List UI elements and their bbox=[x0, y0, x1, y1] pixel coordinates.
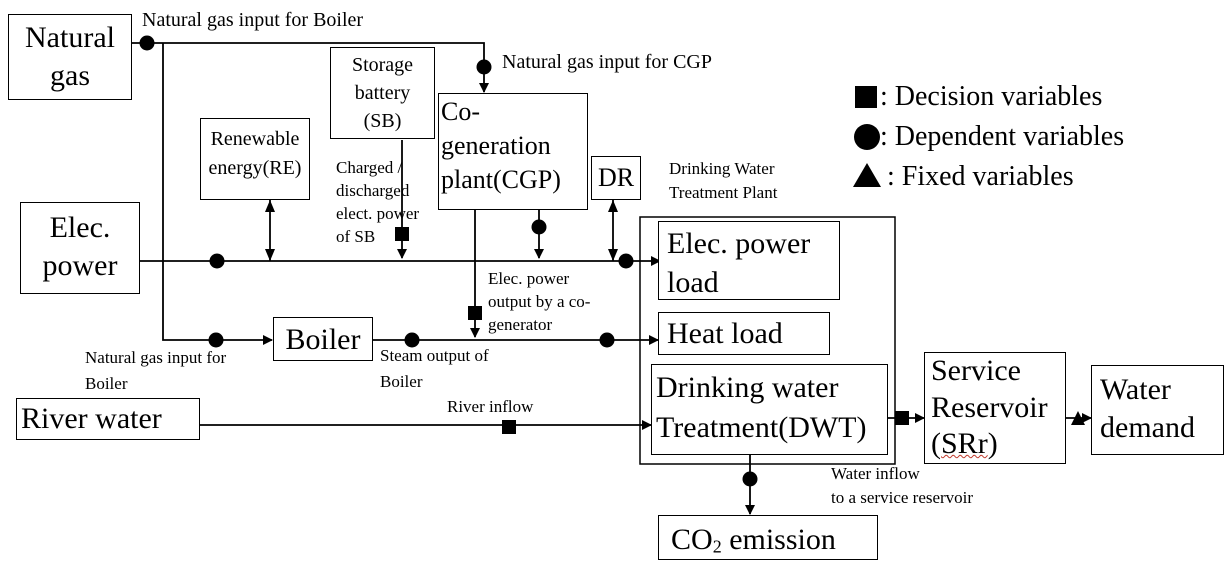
charged-line-4: of SB bbox=[336, 226, 376, 246]
river-water-box: River water bbox=[16, 398, 200, 440]
storage-battery-box: Storage battery (SB) bbox=[330, 47, 435, 139]
re-arrow-up bbox=[265, 200, 275, 212]
square-river-inflow bbox=[502, 420, 516, 434]
elec-load-line-1: Elec. power bbox=[667, 227, 811, 260]
dot-elec-purchase bbox=[209, 253, 225, 269]
charged-label: Charged / discharged elect. power of SB bbox=[336, 157, 419, 249]
triangle-water-demand bbox=[1071, 411, 1085, 425]
dot-ng-boiler bbox=[208, 332, 224, 348]
charged-line-3: elect. power bbox=[336, 203, 420, 223]
cgp-box: Co- generation plant(CGP) bbox=[438, 93, 588, 210]
dot-ng-boiler-top bbox=[139, 35, 155, 51]
dwtp-boundary bbox=[639, 216, 896, 465]
renewable-energy-box: Renewable energy(RE) bbox=[200, 118, 310, 200]
water-demand-line-2: demand bbox=[1100, 410, 1195, 444]
sr-abbrev: SRr bbox=[941, 427, 988, 461]
dwtp-line-1: Drinking Water bbox=[669, 159, 775, 178]
water-inflow-line-1: Water inflow bbox=[831, 464, 920, 483]
service-reservoir-box: Service Reservoir (SRr) bbox=[924, 352, 1066, 464]
legend-fixed: : Fixed variables bbox=[887, 161, 1074, 192]
dwt-line-2: Treatment(DWT) bbox=[656, 410, 867, 444]
water-demand-box: Water demand bbox=[1091, 365, 1224, 455]
ng-boiler-top-label: Natural gas input for Boiler bbox=[142, 9, 364, 31]
ng-boiler-bottom-line-1: Natural gas input for bbox=[85, 348, 227, 367]
cgp-line-2: generation bbox=[441, 130, 551, 160]
cgp-output-line-2: output by a co- bbox=[488, 291, 591, 311]
dot-elec-load bbox=[618, 253, 634, 269]
river-inflow-label: River inflow bbox=[447, 397, 534, 416]
legend-circle-icon bbox=[854, 124, 880, 150]
ng-boiler-bottom-label: Natural gas input for Boiler bbox=[85, 345, 226, 396]
dot-co2 bbox=[742, 471, 758, 487]
natural-gas-line-2: gas bbox=[50, 58, 90, 92]
natural-gas-box: Natural gas bbox=[8, 14, 132, 100]
water-inflow-label: Water inflow to a service reservoir bbox=[831, 462, 973, 510]
cgp-output-line-1: Elec. power bbox=[488, 269, 570, 288]
dot-cgp-elec bbox=[531, 219, 547, 235]
square-cgp-output bbox=[468, 306, 482, 320]
sr-line-1: Service bbox=[931, 354, 1021, 387]
steam-line-1: Steam output of bbox=[380, 346, 489, 365]
sb-line-2: battery bbox=[354, 82, 411, 104]
elec-load-line-2: load bbox=[667, 266, 719, 299]
co2-subscript: 2 bbox=[712, 536, 722, 557]
elec-power-line-1: Elec. bbox=[49, 211, 111, 244]
sb-line-3: (SB) bbox=[363, 110, 402, 132]
cgp-output-label: Elec. power output by a co- generator bbox=[488, 268, 590, 337]
steam-line-2: Boiler bbox=[380, 371, 423, 391]
re-line-2: energy(RE) bbox=[208, 157, 302, 179]
elec-power-load-box: Elec. power load bbox=[658, 221, 840, 300]
charged-line-2: discharged bbox=[336, 180, 410, 200]
water-inflow-line-2: to a service reservoir bbox=[831, 487, 974, 507]
ng-cgp-label: Natural gas input for CGP bbox=[502, 51, 712, 73]
water-demand-line-1: Water bbox=[1100, 373, 1171, 406]
dwtp-line-2: Treatment Plant bbox=[669, 182, 778, 202]
natural-gas-line-1: Natural bbox=[25, 21, 115, 54]
ng-boiler-bottom-line-2: Boiler bbox=[85, 373, 128, 393]
dr-label: DR bbox=[597, 163, 635, 192]
dr-box: DR bbox=[591, 156, 641, 200]
cgp-output-line-3: generator bbox=[488, 314, 553, 334]
elec-power-box: Elec. power bbox=[20, 202, 140, 294]
charged-line-1: Charged / bbox=[336, 158, 403, 177]
steam-label: Steam output of Boiler bbox=[380, 343, 489, 394]
cgp-line-1: Co- bbox=[441, 97, 480, 126]
square-sb-power bbox=[395, 227, 409, 241]
heat-load-box: Heat load bbox=[658, 312, 830, 355]
sb-line-1: Storage bbox=[351, 54, 414, 76]
square-water-inflow bbox=[895, 411, 909, 425]
dwtp-label: Drinking Water Treatment Plant bbox=[669, 157, 777, 205]
legend-triangle-icon bbox=[853, 163, 881, 187]
dr-arrow-up bbox=[608, 200, 618, 212]
dot-ng-cgp bbox=[476, 59, 492, 75]
legend-square-icon bbox=[855, 86, 877, 108]
boiler-label: Boiler bbox=[285, 323, 361, 356]
elec-power-line-2: power bbox=[42, 248, 118, 282]
re-arrow-down bbox=[265, 249, 275, 261]
co2-emission-box: CO2 emission bbox=[658, 515, 878, 560]
ng-to-cgp-line bbox=[132, 42, 489, 93]
river-water-label: River water bbox=[21, 402, 162, 435]
dr-arrow-down bbox=[608, 249, 618, 261]
sr-line-2: Reservoir bbox=[931, 390, 1048, 424]
ng-to-boiler-line bbox=[162, 43, 273, 345]
sr-line-3: (SRr) bbox=[931, 427, 998, 461]
legend-dependent: : Dependent variables bbox=[880, 121, 1125, 152]
dot-heat-load bbox=[599, 332, 615, 348]
re-line-1: Renewable bbox=[210, 128, 300, 150]
boiler-box: Boiler bbox=[273, 317, 373, 361]
heat-load-label: Heat load bbox=[667, 317, 783, 350]
co2-suffix: emission bbox=[721, 523, 836, 556]
dwt-line-1: Drinking water bbox=[656, 371, 839, 404]
dot-steam-output bbox=[404, 332, 420, 348]
cgp-line-3: plant(CGP) bbox=[441, 164, 561, 194]
co2-prefix: CO bbox=[671, 523, 713, 556]
legend-decision: : Decision variables bbox=[880, 81, 1103, 112]
dwt-box: Drinking water Treatment(DWT) bbox=[651, 364, 888, 455]
